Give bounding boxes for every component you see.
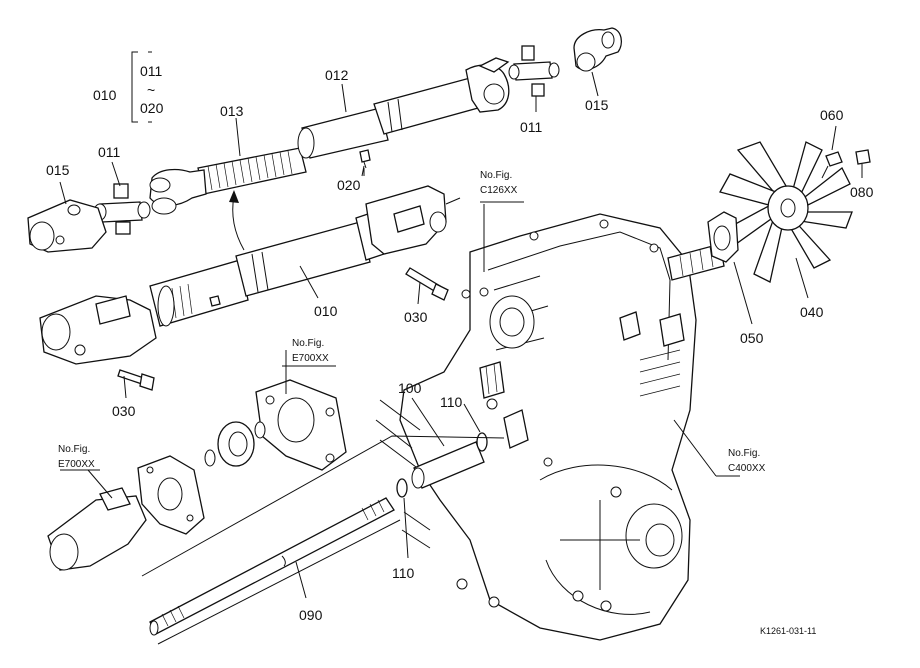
leader-lines xyxy=(59,71,863,599)
label-012: 012 xyxy=(325,67,349,83)
label-100: 100 xyxy=(398,380,422,396)
bracket-right-e700 xyxy=(255,379,347,471)
yoke-right-assembled xyxy=(365,185,461,255)
label-011-left: 011 xyxy=(98,144,121,160)
label-110-lower: 110 xyxy=(392,565,415,581)
yoke-bottom-left xyxy=(47,487,147,571)
label-110-upper: 110 xyxy=(440,394,463,410)
label-013: 013 xyxy=(220,103,244,119)
tube-012 xyxy=(297,57,510,159)
yoke-015-left xyxy=(27,199,107,253)
label-030-left: 030 xyxy=(112,403,136,419)
label-015-top: 015 xyxy=(585,97,609,113)
frame-line-bottom xyxy=(157,519,401,645)
bolt-080 xyxy=(855,149,871,165)
ref-e700-left-title: No.Fig. xyxy=(58,444,90,455)
group-range-sep: ~ xyxy=(147,82,155,98)
sleeve-100 xyxy=(411,441,485,489)
transmission-case xyxy=(375,213,725,641)
pto-shaft-090 xyxy=(149,497,395,636)
label-040: 040 xyxy=(800,304,824,320)
label-011-top: 011 xyxy=(520,119,543,135)
label-060: 060 xyxy=(820,107,844,123)
bracket-left-e700 xyxy=(137,455,205,535)
group-bracket xyxy=(131,51,152,123)
bolt-020 xyxy=(359,149,371,169)
ref-e700-right-title: No.Fig. xyxy=(292,338,324,349)
label-010: 010 xyxy=(314,303,338,319)
bearing-right xyxy=(204,421,266,467)
ref-e700-left-code: E700XX xyxy=(58,459,95,470)
ring-110-lower xyxy=(396,478,408,498)
label-030-right: 030 xyxy=(404,309,428,325)
bolt-060 xyxy=(821,151,843,179)
ref-c400-title: No.Fig. xyxy=(728,448,760,459)
label-050: 050 xyxy=(740,330,764,346)
label-090: 090 xyxy=(299,607,323,623)
assembly-arrow-head xyxy=(229,190,239,203)
ring-110-upper xyxy=(476,432,488,452)
bolt-030-left xyxy=(117,369,155,391)
frame-line-top xyxy=(141,435,505,577)
label-080: 080 xyxy=(850,184,874,200)
label-020: 020 xyxy=(337,177,361,193)
group-label: 010 xyxy=(93,87,117,103)
ref-c126-title: No.Fig. xyxy=(480,170,512,181)
cross-joint-top xyxy=(508,45,560,97)
ref-c126-code: C126XX xyxy=(480,185,518,196)
fan-040 xyxy=(719,141,853,283)
spline-shaft-013 xyxy=(197,147,307,195)
group-range-end: 020 xyxy=(140,100,164,116)
cross-joint-left xyxy=(93,183,151,235)
assembly-arrow xyxy=(232,195,245,251)
yoke-left-upper xyxy=(149,168,207,215)
bolt-030-right xyxy=(405,267,449,301)
yoke-015-top xyxy=(573,27,623,72)
yoke-left-assembled xyxy=(39,295,157,365)
ref-c400-code: C400XX xyxy=(728,463,766,474)
label-015-left: 015 xyxy=(46,162,70,178)
group-range-start: 011 xyxy=(140,63,163,79)
flange-050 xyxy=(707,211,739,263)
assembled-shaft-010 xyxy=(149,209,391,327)
figure-id: K1261-031-11 xyxy=(760,626,816,636)
ref-e700-right-code: E700XX xyxy=(292,353,329,364)
